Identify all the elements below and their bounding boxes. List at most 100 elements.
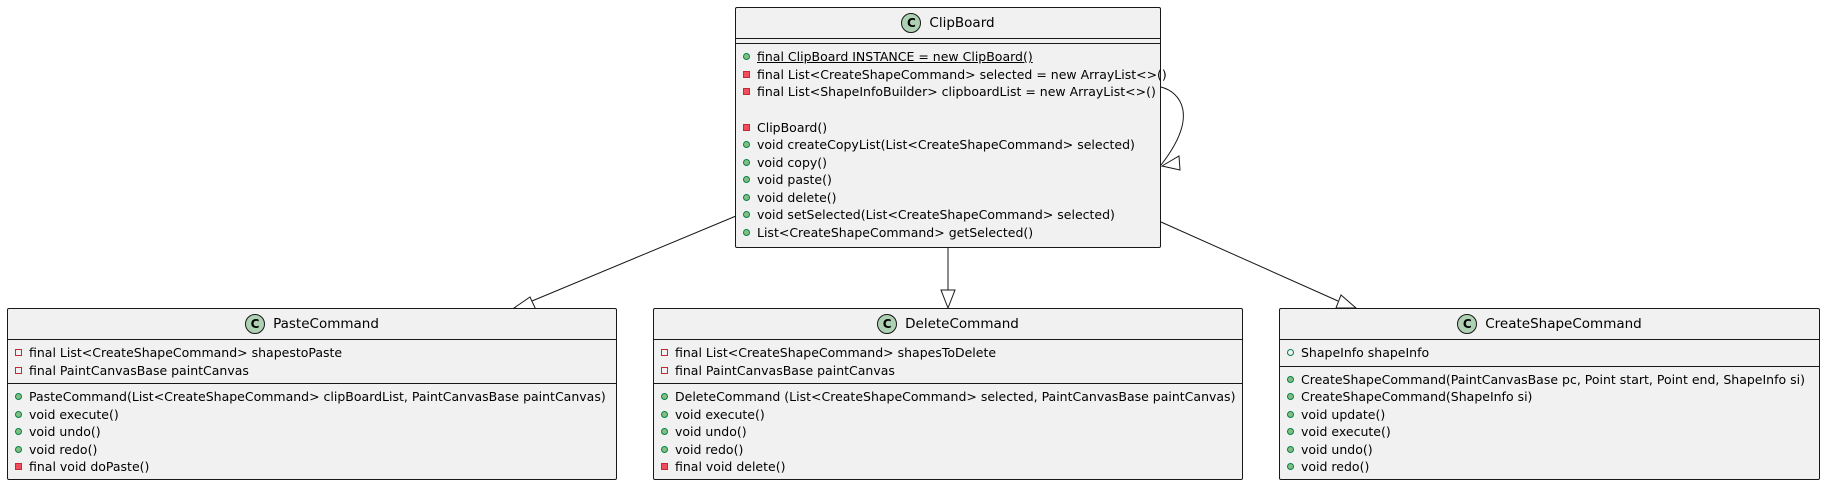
class-clipboard: C ClipBoard final ClipBoard INSTANCE = n… <box>735 7 1167 248</box>
member-text: void undo() <box>675 424 747 439</box>
field-list: final ClipBoard INSTANCE = new ClipBoard… <box>736 43 1167 105</box>
member-text: void delete() <box>757 189 837 205</box>
class-name: DeleteCommand <box>905 316 1019 332</box>
field-row: final List<CreateShapeCommand> shapestoP… <box>14 344 608 362</box>
member-text: final void doPaste() <box>29 459 150 474</box>
private-visibility-icon <box>742 70 751 78</box>
member-text: void execute() <box>29 406 119 422</box>
method-row: void redo() <box>1286 458 1811 476</box>
public-visibility-icon <box>1286 463 1295 471</box>
method-list: CreateShapeCommand(PaintCanvasBase pc, P… <box>1280 365 1819 480</box>
method-row: void setSelected(List<CreateShapeCommand… <box>742 206 1152 224</box>
member-text: final PaintCanvasBase paintCanvas <box>675 362 895 378</box>
field-list: ShapeInfo shapeInfo <box>1280 340 1819 366</box>
method-row: CreateShapeCommand(PaintCanvasBase pc, P… <box>1286 371 1811 389</box>
field-row: final List<CreateShapeCommand> shapesToD… <box>660 344 1234 362</box>
public-visibility-icon <box>1286 428 1295 436</box>
member-text: ClipBoard() <box>757 119 828 135</box>
member-text: void update() <box>1301 406 1386 422</box>
class-name: PasteCommand <box>273 316 379 332</box>
member-text: ShapeInfo shapeInfo <box>1301 345 1430 360</box>
method-row: void execute() <box>14 406 608 424</box>
public-visibility-icon <box>660 410 669 418</box>
self-generalization-arrowhead <box>1160 155 1181 171</box>
public-visibility-icon <box>14 410 23 418</box>
member-text: void execute() <box>675 406 765 422</box>
private-hollow-visibility-icon <box>660 366 669 374</box>
class-name: CreateShapeCommand <box>1485 316 1642 332</box>
method-row: void execute() <box>660 406 1234 424</box>
private-hollow-visibility-icon <box>14 366 23 374</box>
method-list: ClipBoard()void createCopyList(List<Crea… <box>736 105 1160 246</box>
public-visibility-icon <box>1286 375 1295 383</box>
method-row: List<CreateShapeCommand> getSelected() <box>742 224 1152 242</box>
member-text: void copy() <box>757 154 828 170</box>
class-pastecommand: C PasteCommand final List<CreateShapeCom… <box>7 308 617 480</box>
public-visibility-icon <box>1286 410 1295 418</box>
member-text: void redo() <box>1301 459 1370 474</box>
public-visibility-icon <box>742 141 751 149</box>
class-name: ClipBoard <box>929 15 995 31</box>
method-row: final void doPaste() <box>14 458 608 476</box>
member-text: final List<CreateShapeCommand> shapestoP… <box>29 345 343 360</box>
method-row: void delete() <box>742 189 1152 207</box>
member-text: final List<ShapeInfoBuilder> clipboardLi… <box>757 84 1156 99</box>
member-text: void undo() <box>1301 441 1373 457</box>
member-text: DeleteCommand (List<CreateShapeCommand> … <box>675 389 1236 404</box>
member-text: final PaintCanvasBase paintCanvas <box>29 362 249 378</box>
private-visibility-icon <box>14 463 23 471</box>
public-visibility-icon <box>14 445 23 453</box>
method-row: void paste() <box>742 171 1152 189</box>
method-row: CreateShapeCommand(ShapeInfo si) <box>1286 388 1811 406</box>
member-text: List<CreateShapeCommand> getSelected() <box>757 224 1034 240</box>
private-visibility-icon <box>660 463 669 471</box>
public-visibility-icon <box>742 53 751 61</box>
public-visibility-icon <box>660 445 669 453</box>
class-header: C CreateShapeCommand <box>1280 309 1819 340</box>
member-text: void paste() <box>757 172 832 187</box>
field-row: final List<ShapeInfoBuilder> clipboardLi… <box>742 83 1156 101</box>
field-list: final List<CreateShapeCommand> shapesToD… <box>654 340 1242 383</box>
member-text: final void delete() <box>675 459 786 474</box>
member-text: CreateShapeCommand(ShapeInfo si) <box>1301 389 1533 404</box>
edge-to-createshapecommand <box>1160 221 1339 302</box>
method-row: void update() <box>1286 406 1811 424</box>
public-visibility-icon <box>742 176 751 184</box>
member-text: final List<CreateShapeCommand> shapesToD… <box>675 345 997 360</box>
arrowhead-deletecommand <box>940 289 956 310</box>
method-row: void execute() <box>1286 423 1811 441</box>
method-row: void copy() <box>742 154 1152 172</box>
method-row: final void delete() <box>660 458 1234 476</box>
method-row: PasteCommand(List<CreateShapeCommand> cl… <box>14 388 608 406</box>
member-text: CreateShapeCommand(PaintCanvasBase pc, P… <box>1301 371 1805 387</box>
public-visibility-icon <box>1286 393 1295 401</box>
public-visibility-icon <box>14 428 23 436</box>
field-row: final ClipBoard INSTANCE = new ClipBoard… <box>742 48 1152 66</box>
private-visibility-icon <box>742 88 751 96</box>
field-row: final PaintCanvasBase paintCanvas <box>14 362 608 380</box>
section-spacer <box>742 105 1152 119</box>
class-badge-icon: C <box>245 314 266 334</box>
method-row: void undo() <box>660 423 1234 441</box>
private-visibility-icon <box>742 123 751 131</box>
arrowhead-createshapecommand <box>1335 294 1358 309</box>
member-text: PasteCommand(List<CreateShapeCommand> cl… <box>29 389 606 404</box>
method-row: void redo() <box>14 441 608 459</box>
package-visibility-icon <box>1286 349 1295 357</box>
method-row: void createCopyList(List<CreateShapeComm… <box>742 136 1152 154</box>
class-badge-icon: C <box>877 314 898 334</box>
private-hollow-visibility-icon <box>660 349 669 357</box>
public-visibility-icon <box>742 211 751 219</box>
private-hollow-visibility-icon <box>14 349 23 357</box>
public-visibility-icon <box>14 393 23 401</box>
method-row: DeleteCommand (List<CreateShapeCommand> … <box>660 388 1236 406</box>
method-list: PasteCommand(List<CreateShapeCommand> cl… <box>8 383 616 480</box>
method-row: void redo() <box>660 441 1234 459</box>
member-text: final ClipBoard INSTANCE = new ClipBoard… <box>757 49 1033 64</box>
field-list: final List<CreateShapeCommand> shapestoP… <box>8 340 616 383</box>
member-text: void undo() <box>29 424 101 439</box>
class-header: C PasteCommand <box>8 309 616 340</box>
public-visibility-icon <box>660 393 669 401</box>
class-badge-icon: C <box>901 13 922 33</box>
